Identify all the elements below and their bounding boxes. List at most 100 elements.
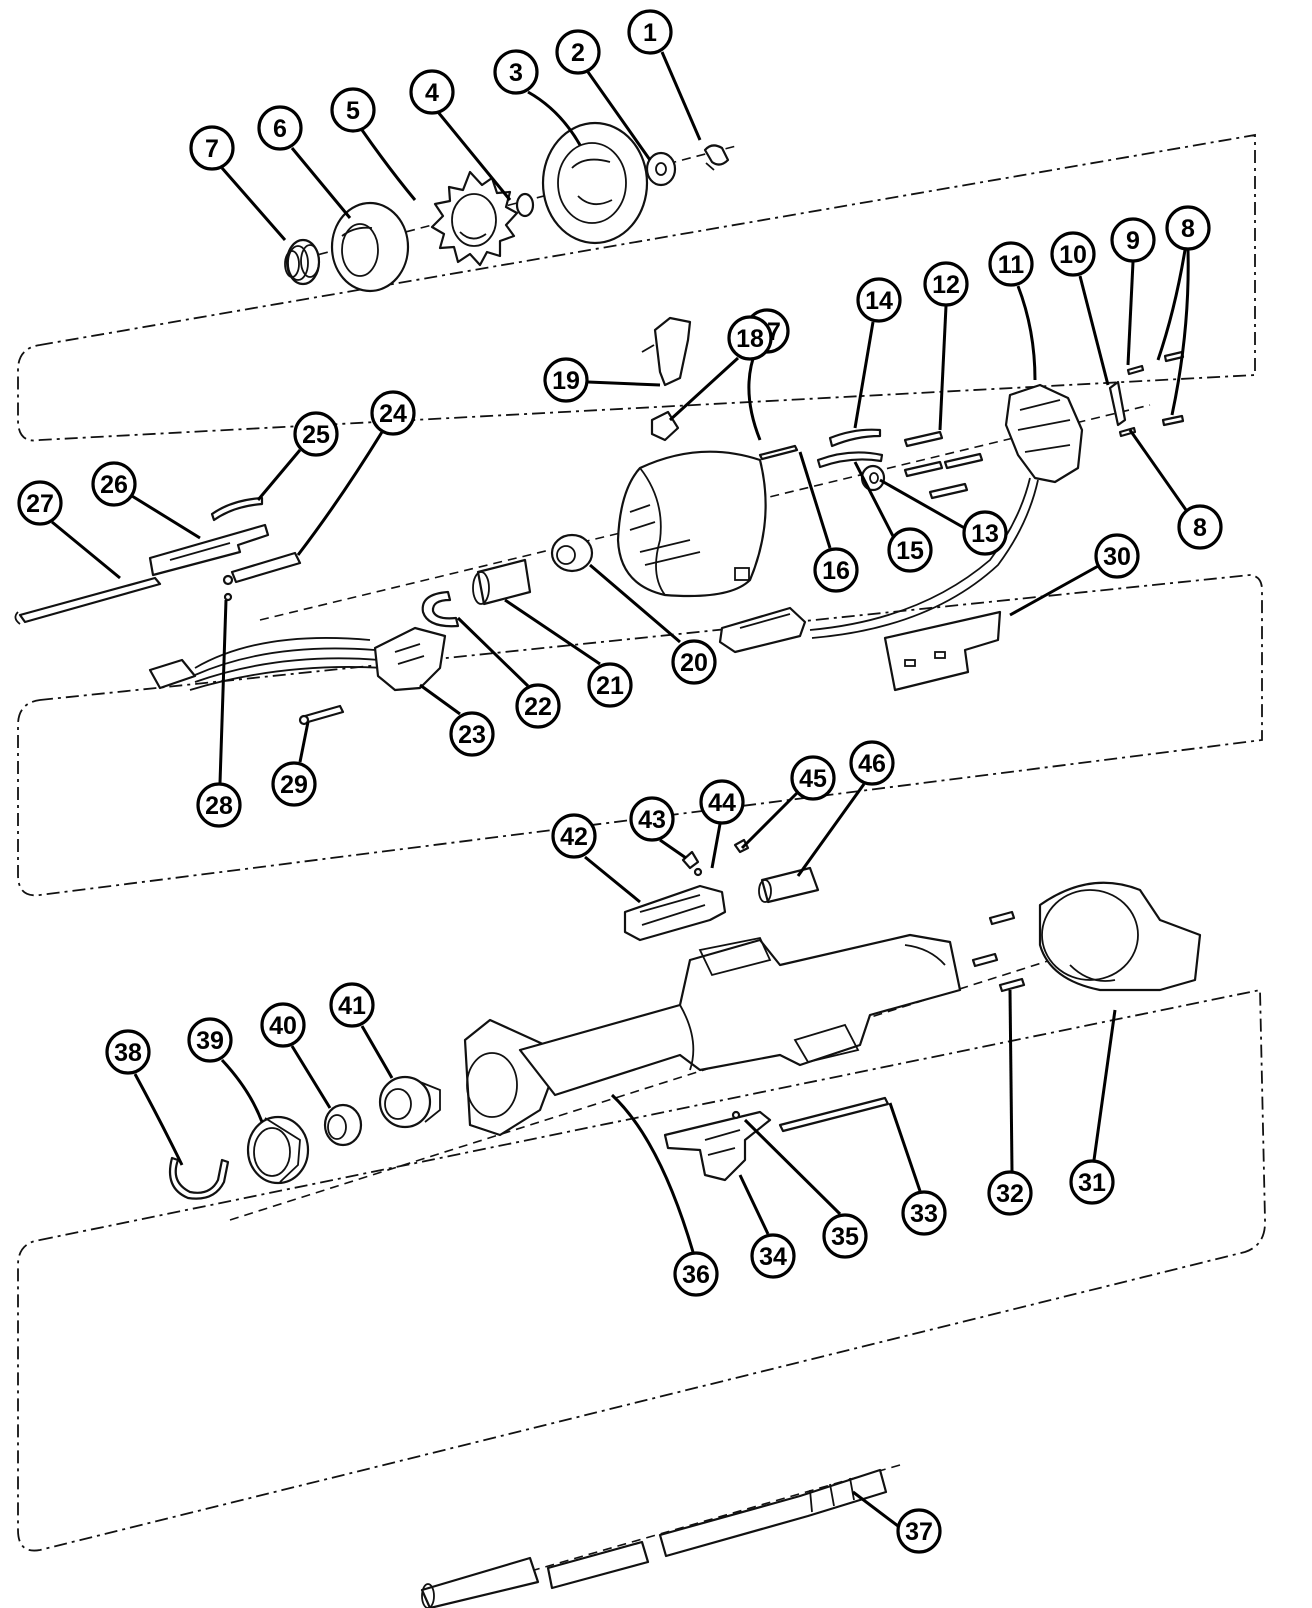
lock-clip-part bbox=[681, 850, 700, 870]
shaft-middle-part bbox=[546, 1540, 650, 1590]
callout-21: 21 bbox=[587, 662, 633, 708]
callout-number: 18 bbox=[736, 325, 764, 353]
callout-circle bbox=[887, 527, 933, 573]
callout-circle bbox=[822, 1213, 868, 1259]
leader-line-31 bbox=[1092, 1009, 1117, 1161]
callout-36: 36 bbox=[673, 1251, 719, 1297]
callout-number: 29 bbox=[280, 771, 308, 799]
callout-circle bbox=[987, 1170, 1033, 1216]
pin-right-part bbox=[1161, 414, 1185, 427]
dimmer-switch-part bbox=[663, 1110, 772, 1182]
callout-number: 10 bbox=[1059, 241, 1087, 269]
callout-28: 28 bbox=[196, 782, 242, 828]
callout-44: 44 bbox=[699, 779, 745, 825]
callout-22: 22 bbox=[515, 683, 561, 729]
callout-30: 30 bbox=[1094, 533, 1140, 579]
panel-bottom bbox=[17, 988, 1266, 1552]
callout-circle bbox=[187, 1017, 233, 1063]
adapter-part bbox=[378, 1075, 441, 1129]
leader-line-9 bbox=[1126, 261, 1135, 366]
callout-circle bbox=[849, 740, 895, 786]
callout-43: 43 bbox=[629, 796, 675, 842]
callout-circle bbox=[1110, 217, 1156, 263]
callout-number: 22 bbox=[524, 693, 552, 721]
callout-circle bbox=[189, 125, 235, 171]
callout-number: 24 bbox=[379, 400, 407, 428]
callout-number: 20 bbox=[680, 649, 708, 677]
callout-31: 31 bbox=[1069, 1159, 1115, 1205]
leader-line-3 bbox=[527, 90, 582, 146]
callout-circle bbox=[293, 411, 339, 457]
callout-number: 38 bbox=[114, 1039, 142, 1067]
callout-number: 26 bbox=[100, 471, 128, 499]
callout-circle bbox=[551, 813, 597, 859]
callout-circle bbox=[962, 510, 1008, 556]
ring-part bbox=[515, 192, 535, 218]
housing-screw-middle-part bbox=[971, 952, 999, 968]
axis-lower-middle bbox=[229, 934, 1131, 1221]
callout-number: 9 bbox=[1126, 227, 1140, 255]
leader-line-27 bbox=[51, 520, 121, 580]
callout-number: 13 bbox=[971, 520, 999, 548]
long-screw-part bbox=[758, 444, 799, 461]
leader-line-36 bbox=[610, 1093, 695, 1253]
callout-29: 29 bbox=[271, 761, 317, 807]
housing-cover-part bbox=[616, 450, 767, 598]
lock-housing-part bbox=[1038, 881, 1202, 992]
clip-part bbox=[703, 144, 730, 171]
callout-number: 28 bbox=[205, 792, 233, 820]
callout-number: 16 bbox=[822, 557, 850, 585]
callout-number: 8 bbox=[1193, 514, 1207, 542]
shaft-lower-part bbox=[420, 1556, 540, 1608]
leader-line-5 bbox=[360, 129, 417, 201]
callout-35: 35 bbox=[822, 1213, 868, 1259]
callout-11: 11 bbox=[988, 241, 1034, 287]
callout-circle bbox=[260, 1002, 306, 1048]
callout-circle bbox=[449, 711, 495, 757]
callout-number: 3 bbox=[509, 59, 523, 87]
leader-line-18 bbox=[668, 356, 740, 422]
callout-circle bbox=[329, 982, 375, 1028]
callout-circle bbox=[896, 1508, 942, 1554]
leader-line-14 bbox=[853, 321, 875, 429]
callout-circle bbox=[1165, 205, 1211, 251]
callout-42: 42 bbox=[551, 813, 597, 859]
callout-circle bbox=[271, 761, 317, 807]
leader-line-41 bbox=[360, 1025, 394, 1079]
callout-46: 46 bbox=[849, 740, 895, 786]
callout-number: 31 bbox=[1078, 1169, 1106, 1197]
callout-7: 7 bbox=[189, 125, 235, 171]
leader-line-28 bbox=[218, 599, 228, 784]
leader-line-4 bbox=[436, 111, 512, 201]
horn-parts-group bbox=[284, 121, 730, 293]
lock-pin-part bbox=[733, 838, 750, 854]
callout-circle bbox=[627, 9, 673, 55]
callout-number: 25 bbox=[302, 421, 330, 449]
cup-part bbox=[330, 201, 410, 293]
callout-circle bbox=[988, 241, 1034, 287]
lock-spring-part bbox=[693, 867, 703, 877]
callout-23: 23 bbox=[449, 711, 495, 757]
switch-housing-part bbox=[809, 383, 1084, 639]
leader-line-23 bbox=[419, 683, 461, 716]
leader-line-40 bbox=[290, 1045, 332, 1109]
callout-number: 43 bbox=[638, 806, 666, 834]
leader-line-11 bbox=[1016, 285, 1037, 381]
callout-circle bbox=[901, 1190, 947, 1236]
pin-small-part bbox=[1126, 364, 1145, 376]
callout-circle bbox=[555, 29, 601, 75]
callout-34: 34 bbox=[750, 1233, 796, 1279]
leader-line-44 bbox=[710, 823, 722, 869]
leader-line-15 bbox=[853, 461, 897, 541]
callout-number: 39 bbox=[196, 1027, 224, 1055]
callout-41: 41 bbox=[329, 982, 375, 1028]
callout-circle bbox=[1094, 533, 1140, 579]
callout-1: 1 bbox=[627, 9, 673, 55]
leader-line-20 bbox=[589, 563, 681, 644]
lock-bracket-part bbox=[623, 884, 727, 942]
leader-line-38 bbox=[133, 1073, 184, 1166]
leader-line-37 bbox=[852, 1490, 899, 1528]
leader-line-33 bbox=[888, 1102, 922, 1192]
callout-number: 11 bbox=[998, 251, 1025, 279]
